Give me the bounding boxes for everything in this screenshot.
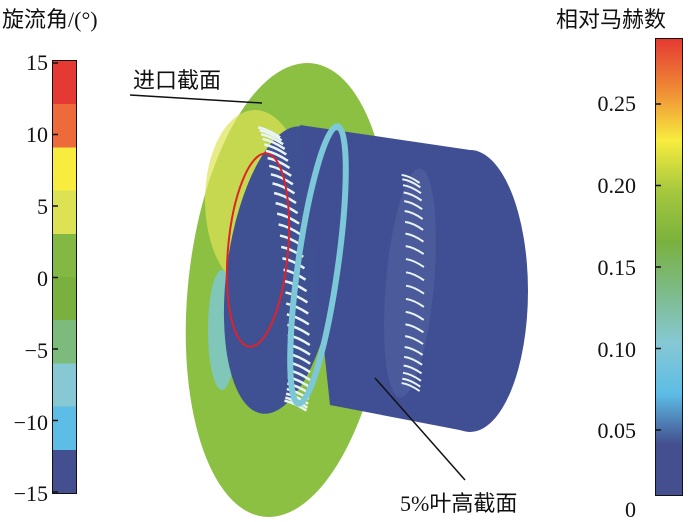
blade <box>273 191 297 205</box>
blade <box>268 164 292 177</box>
right-tick: 0 <box>625 497 636 522</box>
section-blade <box>401 382 421 392</box>
blade <box>264 143 287 156</box>
blade-height-section-label: 5%叶高截面 <box>400 491 518 516</box>
right-tick: 0.10 <box>597 337 637 362</box>
blade <box>262 137 286 150</box>
blade <box>257 126 281 139</box>
blade <box>286 313 310 326</box>
inlet-leader-line <box>129 94 263 104</box>
section-blade <box>405 245 425 255</box>
right-tick: 0.20 <box>597 173 637 198</box>
right-colorbar-title: 相对马赫数 <box>556 7 667 32</box>
section-blade <box>402 377 421 388</box>
left-tick: −15 <box>13 481 48 506</box>
blade <box>276 212 300 225</box>
left-tick: 0 <box>37 266 48 291</box>
section-blade <box>405 232 425 243</box>
section-blade <box>405 271 425 282</box>
left-tick: −10 <box>13 410 48 435</box>
section-blade <box>402 184 422 195</box>
left-tick: 10 <box>26 122 48 147</box>
blade <box>275 201 299 215</box>
blade <box>285 302 309 315</box>
blade <box>259 129 283 142</box>
inlet-section-label: 进口截面 <box>133 68 222 93</box>
right-tick: 0.05 <box>597 418 637 443</box>
hub-end-face <box>412 150 528 432</box>
blade <box>272 182 296 195</box>
left-tick: 5 <box>37 194 48 219</box>
section-blade <box>403 191 423 202</box>
section-blade <box>404 220 424 231</box>
section-blade <box>405 284 425 295</box>
section-blade <box>403 364 423 375</box>
left-colorbar-title: 旋流角/(°) <box>2 7 98 32</box>
span-leader-line <box>374 377 466 481</box>
right-tick: 0.25 <box>597 91 637 116</box>
section-blade <box>405 323 425 334</box>
section-blade <box>402 178 421 189</box>
section-blade <box>405 258 425 268</box>
section-blade <box>405 310 425 321</box>
section-blade <box>402 371 422 382</box>
section-blade <box>404 335 424 345</box>
section-blade <box>404 210 424 220</box>
highlight-ellipse <box>225 152 291 348</box>
right-tick: 0.15 <box>597 255 637 280</box>
left-tick: 15 <box>26 50 48 75</box>
section-blade <box>404 355 423 366</box>
blade <box>282 257 306 270</box>
blade <box>265 149 289 162</box>
left-tick: −5 <box>24 338 48 363</box>
section-blade <box>404 200 423 210</box>
span-section-window <box>384 168 436 398</box>
section-blade <box>404 345 424 356</box>
blade <box>270 173 294 186</box>
blade <box>260 132 284 146</box>
section-blade <box>401 173 421 184</box>
section-blade <box>405 297 425 308</box>
hub-blade-edge <box>287 123 349 407</box>
